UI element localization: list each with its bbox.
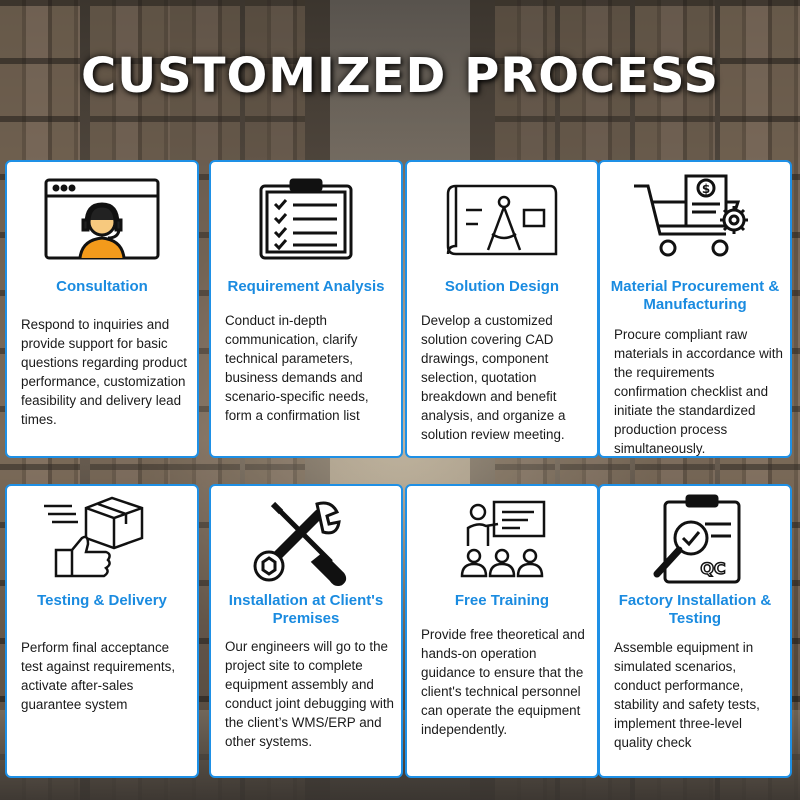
blueprint-compass-icon: [442, 180, 562, 264]
step-description: Conduct in-depth communication, clarify …: [225, 313, 369, 423]
customer-service-icon: [42, 176, 162, 262]
delivery-box-thumbs-up-icon: [42, 494, 162, 584]
step-title: Material Procurement & Manufacturing: [610, 278, 780, 313]
step-card-consultation: Consultation Respond to inquiries and pr…: [5, 160, 199, 458]
step-description: Our engineers will go to the project sit…: [225, 639, 394, 749]
shopping-cart-gear-icon: $: [630, 172, 760, 264]
step-title: Free Training: [454, 592, 550, 609]
step-description: Develop a customized solution covering C…: [421, 313, 566, 442]
step-title: Consultation: [56, 278, 148, 295]
step-description: Perform final acceptance test against re…: [21, 640, 176, 712]
step-description: Provide free theoretical and hands-on op…: [421, 627, 585, 737]
step-title: Solution Design: [444, 278, 560, 295]
step-card-material-procurement: $ Material Procurement & Manufacturing P…: [598, 160, 792, 458]
step-title: Installation at Client's Premises: [228, 592, 384, 627]
step-title: Requirement Analysis: [227, 278, 385, 295]
svg-text:QC: QC: [700, 559, 725, 578]
step-card-testing-delivery: Testing & Delivery Perform final accepta…: [5, 484, 199, 778]
training-presentation-icon: [454, 496, 550, 582]
step-description: Assemble equipment in simulated scenario…: [614, 640, 760, 750]
step-card-requirement-analysis: Requirement Analysis Conduct in-depth co…: [209, 160, 403, 458]
page-title: CUSTOMIZED PROCESS: [80, 48, 720, 104]
step-card-installation-premises: Installation at Client's Premises Our en…: [209, 484, 403, 778]
qc-clipboard-magnifier-icon: QC: [635, 494, 755, 586]
step-description: Respond to inquiries and provide support…: [21, 317, 188, 427]
step-title: Factory Installation & Testing: [618, 592, 772, 627]
step-card-free-training: Free Training Provide free theoretical a…: [405, 484, 599, 778]
step-card-factory-installation: QC Factory Installation & Testing Assemb…: [598, 484, 792, 778]
step-description: Procure compliant raw materials in accor…: [614, 327, 783, 456]
clipboard-checklist-icon: [251, 178, 361, 262]
step-title: Testing & Delivery: [37, 592, 167, 609]
step-card-solution-design: Solution Design Develop a customized sol…: [405, 160, 599, 458]
svg-text:$: $: [702, 182, 710, 196]
wrench-screwdriver-icon: [251, 496, 361, 588]
